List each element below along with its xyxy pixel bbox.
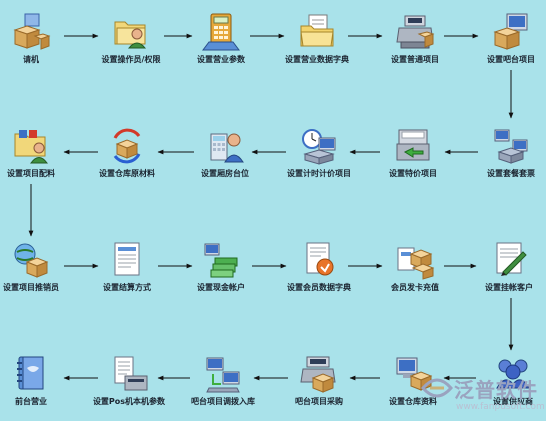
cards-boxes-icon <box>397 247 435 280</box>
document-check-icon <box>306 242 334 276</box>
node-item-ingredient[interactable]: 设置项目配料 <box>0 126 79 186</box>
computer-transfer-icon <box>206 357 240 393</box>
node-pos-params[interactable]: 设置Pos机本机参数 <box>81 354 177 414</box>
watermark-url: www.fanpusoft.com <box>456 402 545 412</box>
node-label: 请机 <box>23 55 39 64</box>
node-label: 设置供应商 <box>493 397 533 406</box>
node-label: 吧台项目采购 <box>295 397 343 406</box>
node-label: 设置计时计价项目 <box>287 169 351 178</box>
node-label: 设置特价项目 <box>389 169 437 178</box>
node-request[interactable]: 请机 <box>0 12 79 72</box>
node-business-dictionary[interactable]: 设置营业数据字典 <box>269 12 365 72</box>
watermark: 泛普软件 www.fanpusoft.com <box>420 372 545 418</box>
node-business-params[interactable]: 设置营业参数 <box>173 12 269 72</box>
clock-network-icon <box>302 129 336 165</box>
node-label: 设置厢房台位 <box>201 169 249 178</box>
money-network-icon <box>204 243 238 278</box>
node-bar-transfer-in[interactable]: 吧台项目调拨入库 <box>175 354 271 414</box>
node-item-promoter[interactable]: 设置项目推销员 <box>0 240 79 300</box>
pos-printer-icon <box>114 356 148 391</box>
node-label: 设置结算方式 <box>103 283 151 292</box>
document-list-icon <box>114 242 140 276</box>
monitor-box-icon <box>396 357 433 391</box>
notebook-icon <box>17 356 44 390</box>
watermark-text: 泛普软件 <box>454 378 538 402</box>
node-label: 设置操作员/权限 <box>101 55 161 64</box>
printer-transfer-icon <box>396 129 430 161</box>
computer-box-icon <box>493 13 528 50</box>
node-warehouse-material[interactable]: 设置仓库原材料 <box>79 126 175 186</box>
node-room-table[interactable]: 设置厢房台位 <box>177 126 273 186</box>
node-timed-pricing[interactable]: 设置计时计价项目 <box>271 126 367 186</box>
calculator-icon <box>202 13 240 51</box>
node-regular-item[interactable]: 设置普通项目 <box>367 12 463 72</box>
node-member-card-recharge[interactable]: 会员发卡充值 <box>367 240 463 300</box>
node-member-dictionary[interactable]: 设置会员数据字典 <box>271 240 367 300</box>
globe-box-icon <box>14 243 49 278</box>
node-label: 设置挂帐客户 <box>485 283 533 292</box>
node-label: 吧台项目调拨入库 <box>191 397 255 406</box>
node-label: 设置营业数据字典 <box>285 55 349 64</box>
node-supplier[interactable]: 设置供应商 <box>465 354 546 414</box>
node-bar-purchase[interactable]: 吧台项目采购 <box>271 354 367 414</box>
user-calculator-icon <box>210 133 244 163</box>
register-box-icon <box>300 356 336 393</box>
node-front-desk-business[interactable]: 前台营业 <box>0 354 79 414</box>
node-label: 设置现金帐户 <box>197 283 245 292</box>
node-credit-customer[interactable]: 设置挂帐客户 <box>461 240 546 300</box>
pen-document-icon <box>496 242 527 276</box>
user-folder-icon <box>14 130 48 164</box>
node-label: 设置吧台项目 <box>487 55 535 64</box>
node-label: 设置项目推销员 <box>3 283 59 292</box>
boxes-icon <box>13 13 51 50</box>
node-label: 设置套餐套票 <box>487 169 535 178</box>
cash-register-icon <box>396 15 435 49</box>
node-operator-permission[interactable]: 设置操作员/权限 <box>83 12 179 72</box>
node-warehouse-info[interactable]: 设置仓库资料 <box>365 354 461 414</box>
node-label: 设置会员数据字典 <box>287 283 351 292</box>
node-label: 设置营业参数 <box>197 55 245 64</box>
node-package-ticket[interactable]: 设置套餐套票 <box>463 126 546 186</box>
node-label: 设置仓库资料 <box>389 397 437 406</box>
node-cash-account[interactable]: 设置现金帐户 <box>173 240 269 300</box>
folder-documents-icon <box>300 14 334 47</box>
node-label: 会员发卡充值 <box>391 283 439 292</box>
node-bar-item[interactable]: 设置吧台项目 <box>463 12 546 72</box>
network-computers-icon <box>494 129 528 164</box>
node-label: 前台营业 <box>15 397 47 406</box>
box-refresh-icon <box>113 128 141 164</box>
node-settlement-method[interactable]: 设置结算方式 <box>79 240 175 300</box>
node-label: 设置Pos机本机参数 <box>92 397 166 406</box>
node-label: 设置仓库原材料 <box>99 169 155 178</box>
node-label: 设置普通项目 <box>391 55 439 64</box>
node-label: 设置项目配料 <box>7 169 55 178</box>
users-icon <box>496 359 530 389</box>
fanpu-logo-icon <box>421 378 453 398</box>
node-special-price[interactable]: 设置特价项目 <box>365 126 461 186</box>
folder-user-icon <box>114 21 147 49</box>
